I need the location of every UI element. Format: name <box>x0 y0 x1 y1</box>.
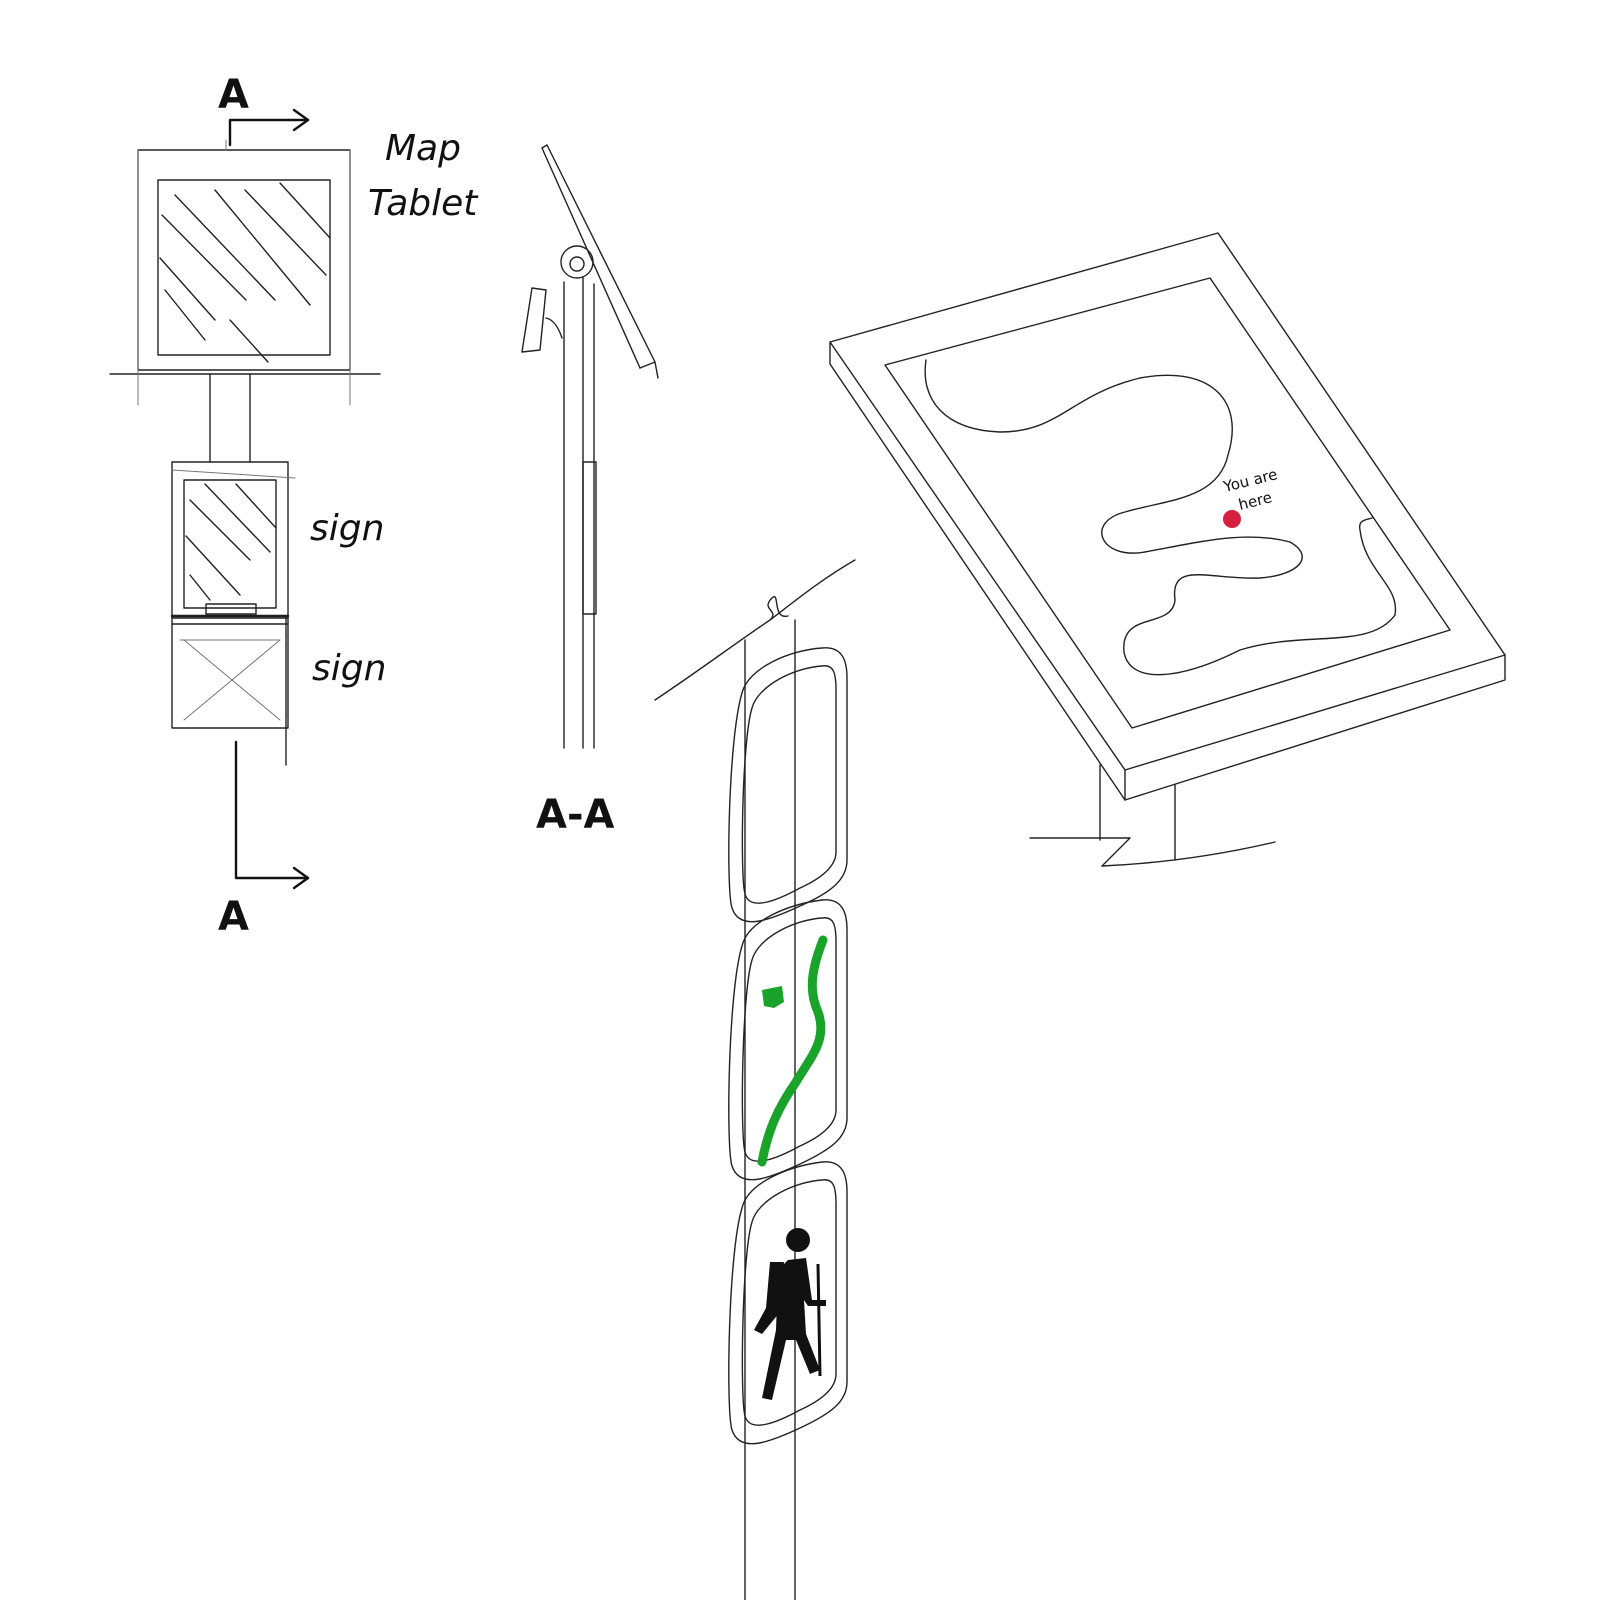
trail-map-sign <box>728 899 848 1181</box>
section-marker-top: A <box>218 72 249 118</box>
you-are-here-label-line2: here <box>1237 488 1274 514</box>
hiker-icon <box>754 1228 826 1400</box>
tablet-support-post <box>1029 764 1276 867</box>
map-tablet-perspective: You are here <box>829 232 1506 867</box>
map-tablet-label-line2: Tablet <box>368 183 479 224</box>
section-arrow-bottom: A <box>218 740 310 940</box>
section-view-label: A-A <box>536 792 615 838</box>
section-arrow-top: A <box>218 72 310 147</box>
front-view: A <box>109 72 479 940</box>
upper-sign-label: sign <box>310 508 384 549</box>
pivot-hinge <box>560 245 594 279</box>
blank-sign <box>728 647 848 923</box>
you-are-here-label-line1: You are <box>1221 465 1280 496</box>
sign-post-perspective <box>654 559 856 1600</box>
section-view: A-A <box>521 144 659 838</box>
you-are-here-marker: You are here <box>1221 465 1280 528</box>
map-tablet-label-line1: Map <box>385 128 461 169</box>
map-tablet-front <box>109 139 381 406</box>
upper-sign-front <box>170 461 296 619</box>
section-marker-bottom: A <box>218 894 249 940</box>
hiker-sign <box>728 1161 848 1445</box>
trail-map-icon <box>757 935 828 1167</box>
lower-sign-label: sign <box>312 648 386 689</box>
lower-sign-front <box>171 615 289 766</box>
front-post <box>209 373 251 463</box>
map-trail-route <box>924 359 1397 676</box>
tablet-hatch <box>159 182 331 363</box>
sign-hatch <box>185 483 277 601</box>
